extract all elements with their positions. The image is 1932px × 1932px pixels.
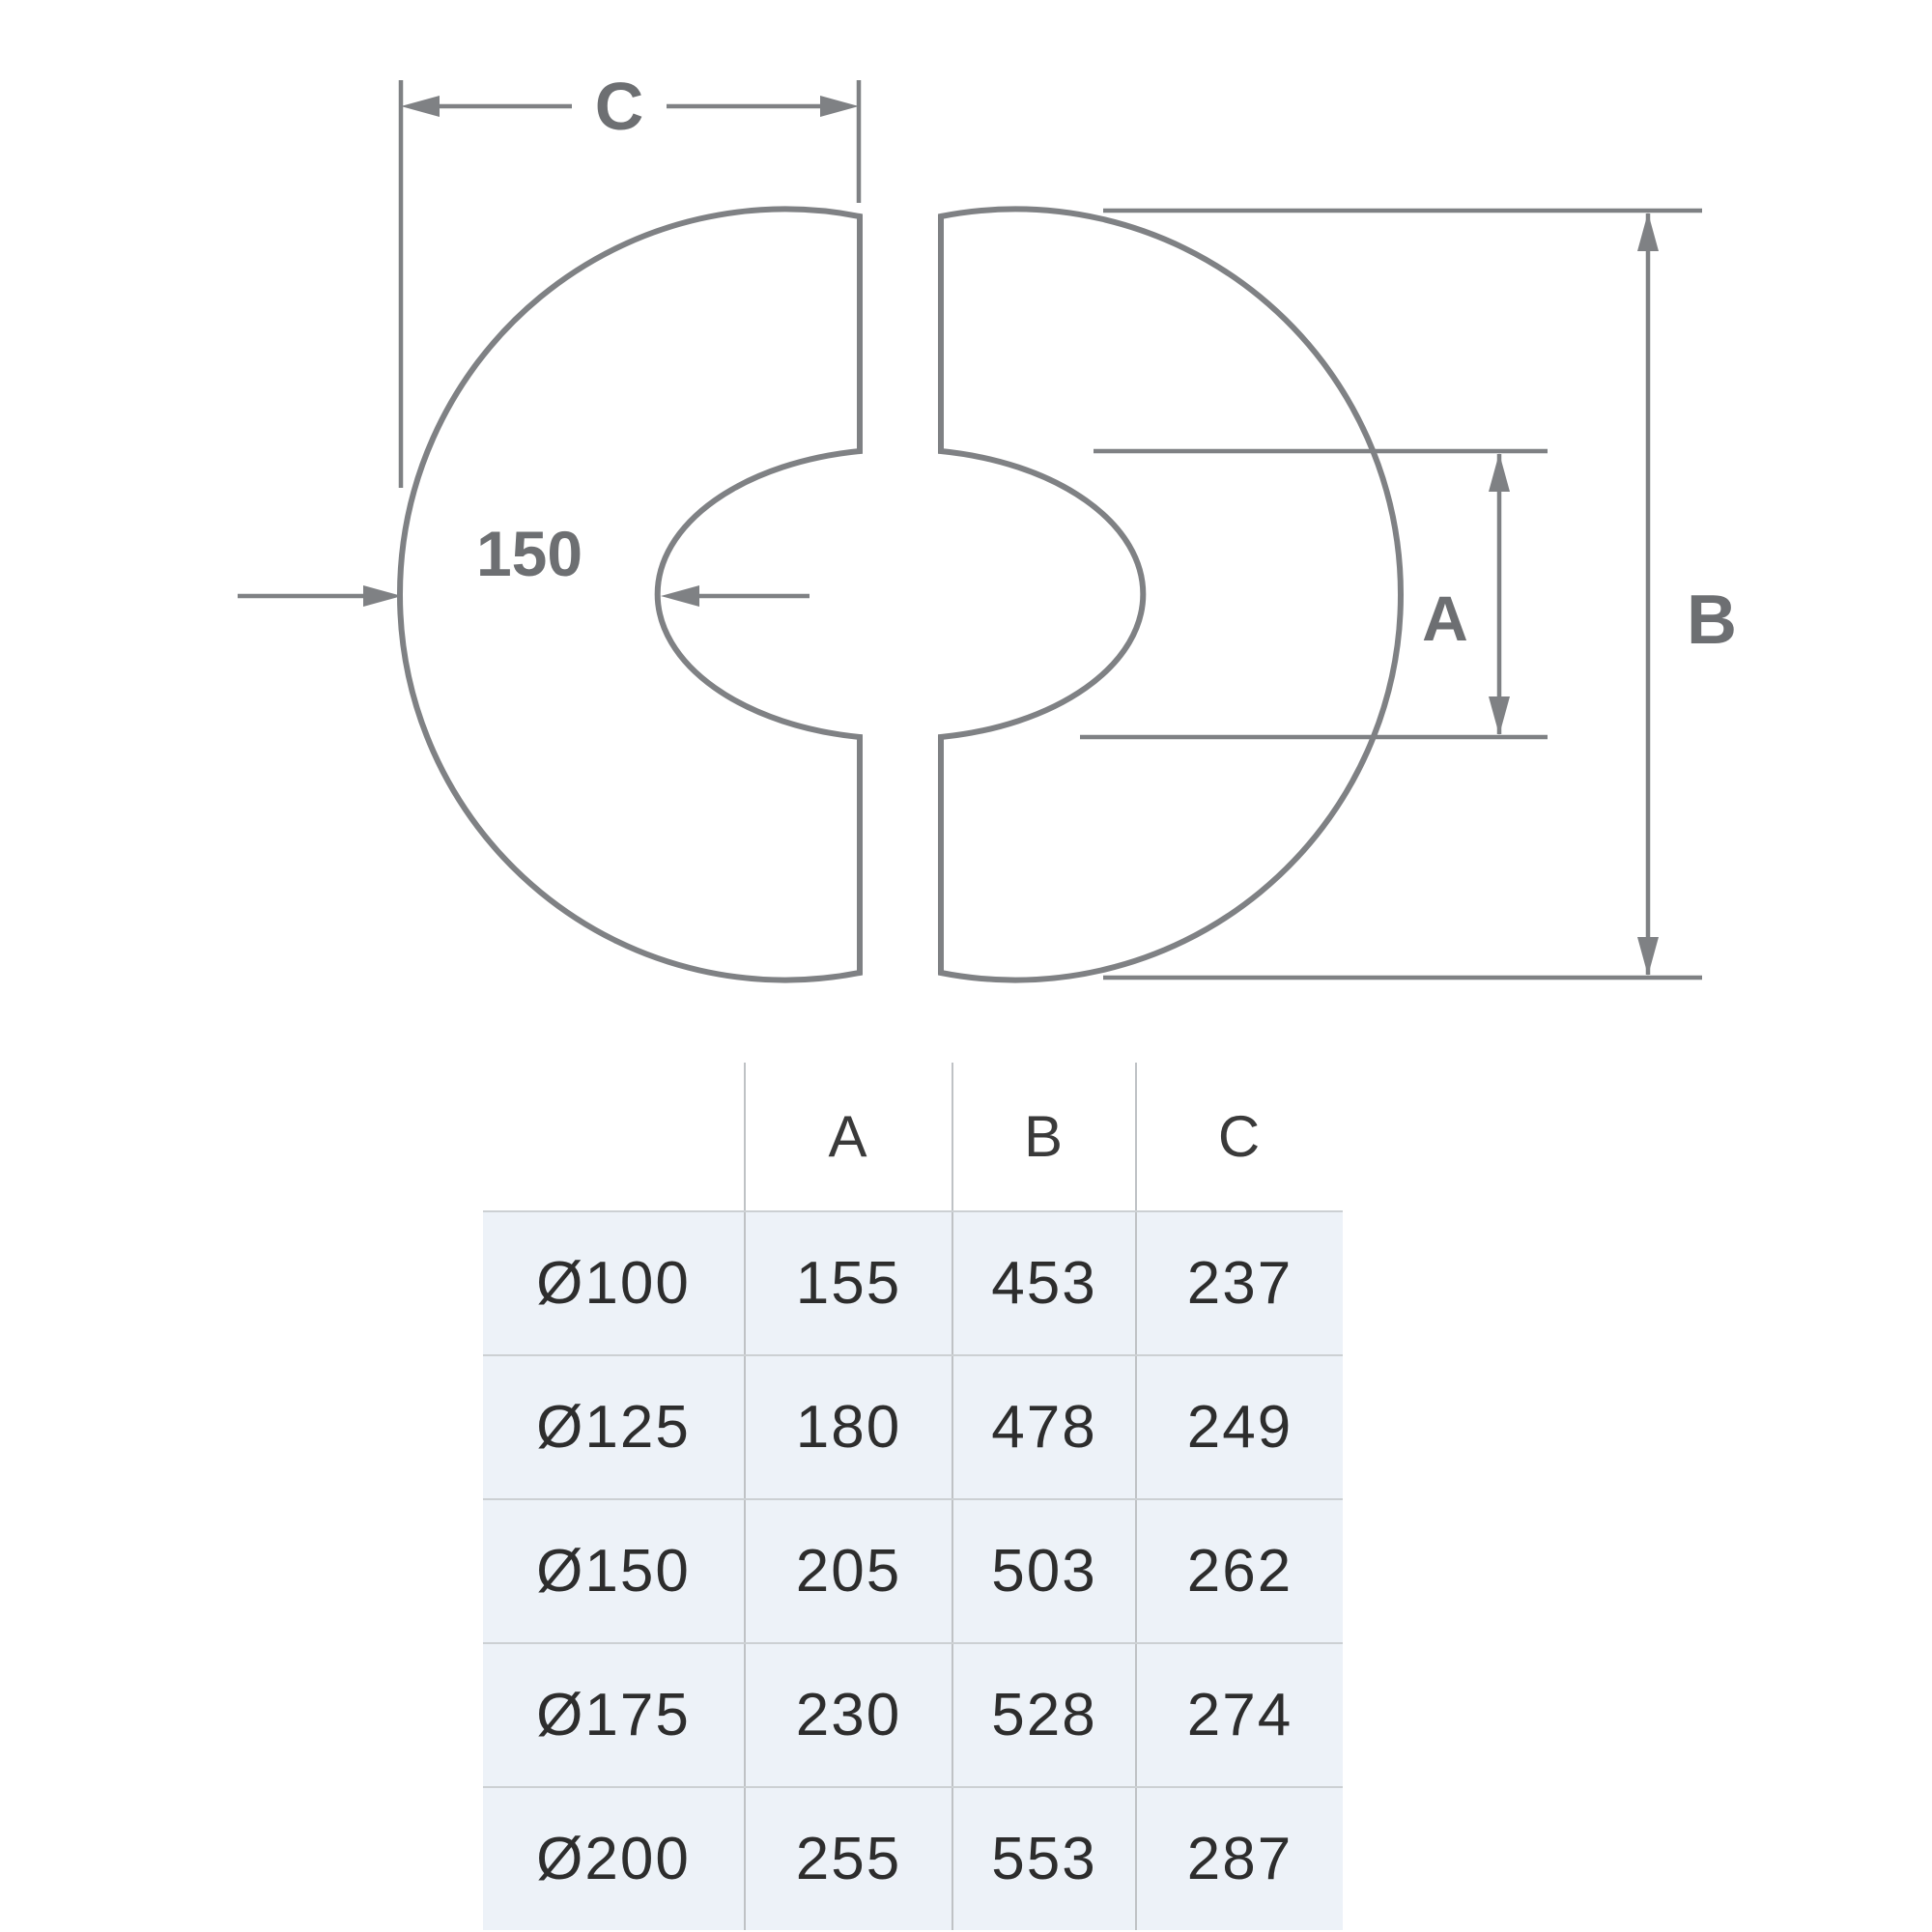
dim-150-arrow-right-pointing: [363, 585, 402, 607]
dim-a-label: A: [1422, 582, 1468, 654]
row-label-cell: Ø125: [483, 1356, 744, 1498]
header-empty-cell: [483, 1063, 744, 1210]
table-row: Ø200 255 553 287: [483, 1786, 1343, 1930]
value-cell-b: 528: [952, 1644, 1135, 1786]
value-cell-a: 155: [744, 1212, 952, 1354]
row-label-cell: Ø150: [483, 1500, 744, 1642]
row-label-cell: Ø100: [483, 1212, 744, 1354]
header-a: A: [744, 1063, 952, 1210]
dim-a-arrow-up: [1489, 453, 1510, 492]
value-cell-b: 553: [952, 1788, 1135, 1930]
value-cell-c: 237: [1135, 1212, 1343, 1354]
table-row: Ø100 155 453 237: [483, 1210, 1343, 1354]
header-b: B: [952, 1063, 1135, 1210]
value-cell-c: 262: [1135, 1500, 1343, 1642]
dim-150-arrow-left-pointing: [661, 585, 699, 607]
value-cell-c: 287: [1135, 1788, 1343, 1930]
header-c: C: [1135, 1063, 1343, 1210]
table-row: Ø125 180 478 249: [483, 1354, 1343, 1498]
value-cell-c: 274: [1135, 1644, 1343, 1786]
table-row: Ø175 230 528 274: [483, 1642, 1343, 1786]
dim-b-arrow-down: [1637, 937, 1659, 976]
value-cell-a: 230: [744, 1644, 952, 1786]
dim-c-arrow-right: [820, 96, 859, 117]
row-label-cell: Ø200: [483, 1788, 744, 1930]
right-plate-outline: [938, 206, 1404, 983]
dim-b-arrow-up: [1637, 213, 1659, 251]
value-cell-b: 503: [952, 1500, 1135, 1642]
dim-b-label: B: [1687, 582, 1737, 659]
value-cell-b: 453: [952, 1212, 1135, 1354]
dimension-table: A B C Ø100 155 453 237 Ø125 180 478 249 …: [483, 1063, 1343, 1930]
value-cell-b: 478: [952, 1356, 1135, 1498]
value-cell-a: 180: [744, 1356, 952, 1498]
table-row: Ø150 205 503 262: [483, 1498, 1343, 1642]
left-plate-outline: [397, 206, 863, 983]
dim-c-arrow-left: [401, 96, 440, 117]
value-cell-a: 205: [744, 1500, 952, 1642]
row-label-cell: Ø175: [483, 1644, 744, 1786]
table-header-row: A B C: [483, 1063, 1343, 1210]
dim-c-label: C: [595, 69, 644, 144]
value-cell-a: 255: [744, 1788, 952, 1930]
dim-150-label: 150: [476, 518, 582, 589]
dimension-drawing: C 150 A B: [238, 69, 1737, 983]
value-cell-c: 249: [1135, 1356, 1343, 1498]
dim-a-arrow-down: [1489, 696, 1510, 735]
